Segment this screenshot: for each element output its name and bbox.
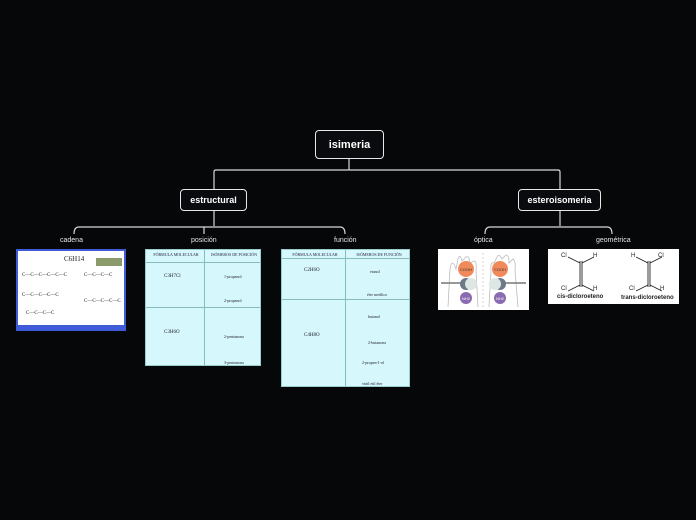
optica-label-top-left: COOH [460, 267, 472, 272]
funcion-row2-name2: 2-butanona [368, 340, 386, 345]
funcion-row2-name1: butanal [368, 314, 380, 319]
trans-cl-top: Cl [658, 253, 664, 259]
connector-esteroisomeria-children [484, 211, 613, 235]
geometrica-image: Cl H Cl H H Cl Cl H cis-dicloroeteno tra… [548, 249, 679, 304]
trans-h-top: H [631, 253, 636, 259]
chain-4: C—C—C—C—C [84, 299, 121, 304]
cis-h-bottom: H [593, 286, 598, 292]
posicion-divider [146, 262, 260, 263]
cadena-image: C6H14 C—C—C—C—C—C C—C—C—C C—C—C—C—C C—C—… [16, 249, 126, 331]
posicion-row2-name1: 2-pentanona [224, 334, 244, 339]
trans-cl-bottom: Cl [629, 286, 635, 292]
geometric-isomers-diagram [567, 256, 663, 292]
connector-root-esteroisomeria [349, 169, 561, 189]
leaf-optica[interactable]: óptica [474, 237, 493, 244]
trans-h-bottom: H [660, 286, 665, 292]
funcion-head-formula: FÓRMULA MOLECULAR [292, 252, 338, 257]
node-estructural[interactable]: estructural [180, 189, 247, 211]
funcion-table-image: FÓRMULA MOLECULAR ISÓMEROS DE FUNCIÓN C2… [281, 249, 410, 387]
trans-label: trans-dicloroeteno [621, 295, 674, 301]
posicion-head-formula: FÓRMULA MOLECULAR [153, 252, 199, 257]
leaf-posicion[interactable]: posición [191, 237, 217, 244]
funcion-row2-name4: vinil etil éter [362, 381, 383, 386]
cadena-formula: C6H14 [64, 255, 85, 263]
connector-estructural-children [73, 211, 346, 235]
connector-root-estructural [213, 159, 350, 189]
posicion-head-isomers: ISÓMEROS DE POSICIÓN [210, 252, 257, 257]
leaf-funcion[interactable]: función [334, 237, 357, 244]
chain-2: C—C—C—C [84, 273, 113, 278]
chiral-molecules-icon [441, 253, 526, 308]
node-estereoisomeria[interactable]: esteroisomeria [518, 189, 601, 211]
posicion-row2-formula: C3H6O [164, 330, 180, 335]
posicion-row2-name2: 3-pentanona [224, 360, 244, 365]
optica-label-top-right: COOH [494, 267, 506, 272]
cis-cl-bottom: Cl [561, 286, 567, 292]
optica-label-bottom-left: NH2 [462, 296, 471, 301]
funcion-row1-name2: éter metílico [367, 292, 388, 297]
posicion-table-image: FÓRMULA MOLECULAR ISÓMEROS DE POSICIÓN C… [145, 249, 261, 366]
funcion-head-isomers: ISÓMEROS DE FUNCIÓN [356, 252, 402, 257]
funcion-row1-formula: C2H6O [304, 268, 320, 273]
posicion-row1-name2: 2-propanol [224, 298, 242, 303]
optica-label-bottom-right: NH2 [496, 296, 505, 301]
chain-1: C—C—C—C—C—C [22, 273, 68, 278]
root-node-isomeria[interactable]: isimeria [315, 130, 384, 159]
funcion-row1-name1: etanol [370, 269, 380, 274]
leaf-cadena[interactable]: cadena [60, 237, 83, 244]
funcion-row-divider [282, 299, 409, 300]
funcion-col-divider [345, 250, 346, 386]
posicion-row1-formula: C3H7Cl [164, 274, 181, 279]
chain-3: C—C—C—C—C [22, 293, 59, 298]
posicion-row-divider [146, 307, 260, 308]
posicion-row1-name1: 1-propanol [224, 274, 242, 279]
optica-image: COOH COOH NH2 NH2 [438, 249, 529, 310]
cadena-thumbnail [96, 258, 122, 266]
cis-cl-top: Cl [561, 253, 567, 259]
leaf-geometrica[interactable]: geométrica [596, 237, 631, 244]
posicion-col-divider [204, 250, 205, 365]
funcion-row2-formula: C4H8O [304, 333, 320, 338]
chain-5: C—C—C—C [26, 311, 55, 316]
funcion-divider [282, 258, 409, 259]
cis-label: cis-dicloroeteno [557, 294, 604, 300]
funcion-row2-name3: 2-propen-1-ol [362, 360, 385, 365]
cis-h-top: H [593, 253, 598, 259]
